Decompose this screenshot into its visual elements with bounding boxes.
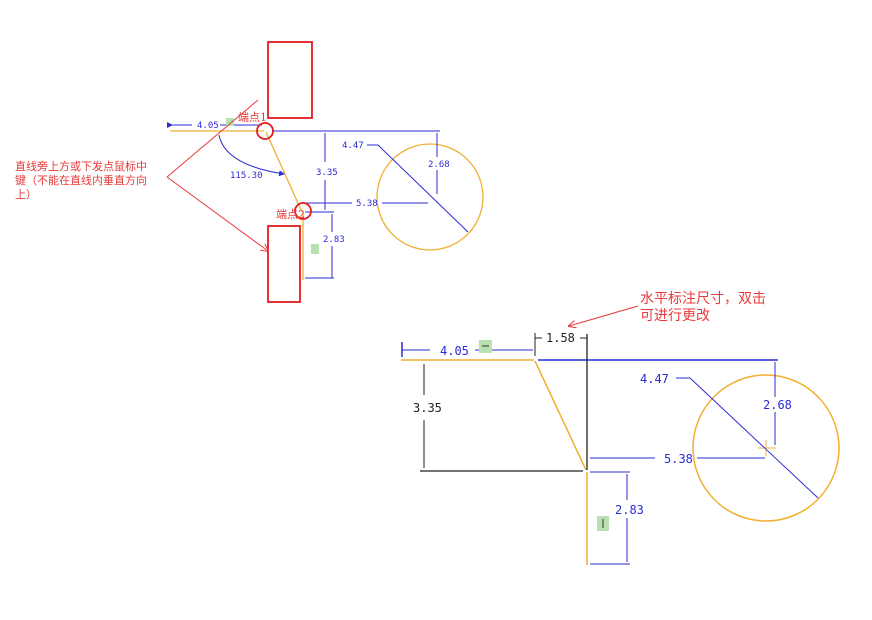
endpoint2-label: 端点2 [276,208,305,221]
note-line-3: 上） [15,188,37,201]
dim-v1[interactable]: 3.35 [413,401,442,415]
vertical-constraint-icon[interactable] [311,244,319,254]
note-line-2: 键（不能在直线内垂直方向 [15,173,147,187]
dim-h2[interactable]: 5.38 [356,199,378,209]
slanted-line[interactable] [534,360,587,471]
highlight-box-below [267,225,301,303]
dim-angle[interactable]: 115.30 [230,171,263,181]
note-arrow [569,305,639,326]
circle[interactable] [376,143,484,251]
dim-diameter[interactable]: 4.47 [640,372,669,386]
circle-center [758,440,776,456]
dim-diameter[interactable]: 4.47 [342,141,364,151]
highlight-box-above [267,41,313,119]
note-line-1: 水平标注尺寸，双击 [640,291,766,307]
endpoint1-marker [256,122,274,140]
dim-line-diameter [367,144,469,233]
note-line-2: 可进行更改 [640,308,710,324]
dim-v3[interactable]: 2.83 [615,503,644,517]
note-arrow-up [166,99,259,178]
horizontal-constraint-icon[interactable] [226,118,234,126]
note-arrow-down [166,176,268,251]
note-line-1: 直线旁上方或下发点鼠标中 [15,159,147,173]
top-sketch: 4.05 115.30 3.35 5.38 2.68 4.47 2.83 端点1… [15,41,484,303]
angle-arc [218,134,285,177]
dim-h2[interactable]: 5.38 [664,452,693,466]
dim-h1[interactable]: 4.05 [440,344,469,358]
endpoint2-marker [294,202,312,220]
dim-line-diameter [676,377,819,499]
dim-v2[interactable]: 2.68 [428,160,450,170]
circle[interactable] [692,374,840,522]
dim-h1[interactable]: 4.05 [197,121,219,131]
dim-v1[interactable]: 3.35 [316,168,338,178]
dim-v3[interactable]: 2.83 [323,235,345,245]
endpoint1-label: 端点1 [238,111,267,124]
bottom-sketch: 1.58 4.05 3.35 5.38 2.68 4.47 2.83 水平标注尺… [401,291,840,565]
dim-h-new[interactable]: 1.58 [546,331,575,345]
dim-v2[interactable]: 2.68 [763,398,792,412]
